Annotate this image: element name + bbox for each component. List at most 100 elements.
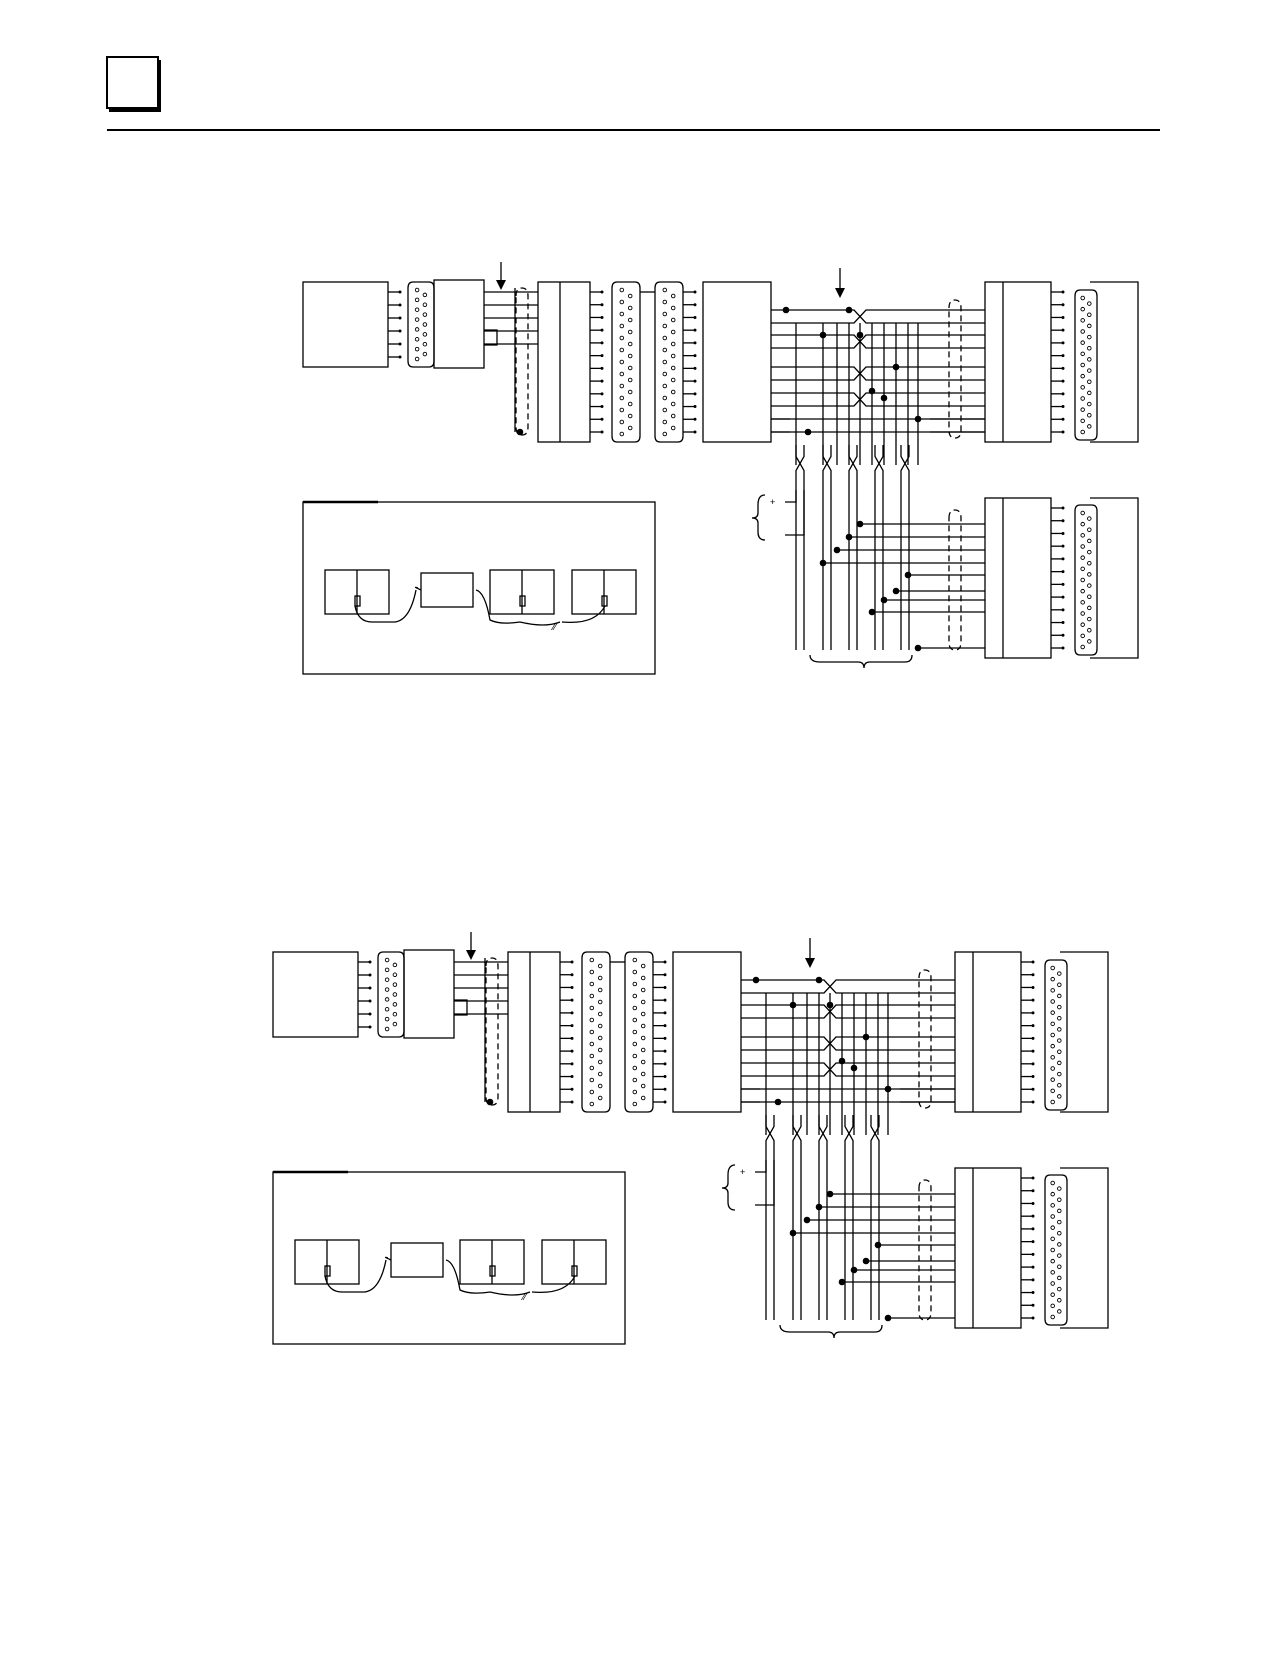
db25-connector <box>1074 504 1098 656</box>
dsub-pin-hole <box>1057 982 1062 988</box>
pin-tip <box>1031 1316 1035 1320</box>
pin-tip <box>600 290 604 294</box>
dsub-pin-hole <box>1057 1027 1062 1032</box>
pin-tip <box>570 1062 574 1066</box>
inset-converter <box>390 1242 444 1278</box>
dsub-pin-hole <box>1050 1021 1055 1027</box>
dsub-pin-hole <box>1050 1236 1055 1242</box>
dsub-pin-hole <box>627 401 633 407</box>
dsub-pin-hole <box>1050 1055 1055 1060</box>
pin-tip <box>600 328 604 332</box>
remote-station-1 <box>984 281 1052 443</box>
dsub-pin-hole <box>1050 1247 1055 1253</box>
dsub-pin-hole <box>414 346 420 352</box>
twisted-pair-wire <box>792 1115 802 1152</box>
pin-tip <box>1031 1075 1035 1079</box>
pin-tip <box>1061 405 1065 409</box>
pin-tip <box>600 303 604 307</box>
dsub-pin-hole <box>1057 1004 1062 1010</box>
dsub-pin-hole <box>1087 583 1092 588</box>
dsub-shell <box>624 951 654 1113</box>
network-overview-inset: ⁄⁄ <box>272 1170 626 1345</box>
db25-connector-male <box>581 951 611 1113</box>
pin-tip <box>398 303 402 307</box>
dsub-pin-hole <box>589 1005 595 1011</box>
dsub-shell <box>1074 289 1098 441</box>
twisted-pair-wire <box>848 445 858 482</box>
inset-cable <box>384 1256 392 1261</box>
dsub-pin-hole <box>662 311 668 317</box>
dsub-pin-hole <box>619 311 625 317</box>
dsub-pin-hole <box>632 1053 638 1059</box>
junction-dot <box>752 976 760 984</box>
dsub-pin-hole <box>589 1029 595 1035</box>
pin-tip <box>663 998 667 1002</box>
dsub-pin-hole <box>414 327 420 332</box>
dsub-pin-hole <box>1080 521 1085 527</box>
dsub-pin-hole <box>1050 1258 1055 1264</box>
pin-tip <box>398 342 402 346</box>
pin-tip <box>1031 1201 1035 1205</box>
dsub-pin-hole <box>1080 566 1085 572</box>
db15-connector <box>407 281 435 368</box>
dsub-pin-hole <box>670 389 676 395</box>
db25-connector-female <box>654 281 684 443</box>
dsub-shell <box>581 951 611 1113</box>
dsub-pin-hole <box>589 957 595 963</box>
junction-dot <box>845 306 853 314</box>
dsub-pin-hole <box>1087 605 1092 611</box>
dsub-pin-hole <box>1057 1286 1062 1292</box>
pin-tip <box>1031 1265 1035 1269</box>
dsub-pin-hole <box>392 982 398 987</box>
dsub-pin-hole <box>1057 1038 1062 1043</box>
pin-tip <box>1061 392 1065 396</box>
dsub-pin-hole <box>1080 396 1085 401</box>
dsub-pin-hole <box>414 297 420 303</box>
junction-dot <box>486 1098 494 1106</box>
pin-tip <box>1061 595 1065 599</box>
twisted-pair-wire <box>844 1115 854 1152</box>
inset-cable <box>489 1291 531 1296</box>
pin-tip <box>663 1062 667 1066</box>
dsub-pin-hole <box>1087 390 1092 396</box>
dsub-pin-hole <box>384 1026 390 1032</box>
dsub-pin-hole <box>1080 644 1085 650</box>
dsub-pin-hole <box>640 975 646 981</box>
dsub-pin-hole <box>589 1089 595 1095</box>
dsub-pin-hole <box>627 413 633 419</box>
pin-tip <box>1031 1240 1035 1244</box>
dsub-pin-hole <box>640 987 646 993</box>
pin-tip <box>1061 544 1065 548</box>
figure-1-wiring-diagram: +⁄⁄ <box>302 262 1139 675</box>
pin-tip <box>1061 430 1065 434</box>
pin-tip <box>1031 1189 1035 1193</box>
pin-tip <box>663 973 667 977</box>
pin-tip <box>1061 417 1065 421</box>
dsub-pin-hole <box>662 431 668 437</box>
dsub-pin-hole <box>1080 329 1085 334</box>
twisted-pair-wire <box>870 1115 880 1152</box>
pin-tip <box>600 379 604 383</box>
pin-tip <box>1031 985 1035 989</box>
pin-tip <box>1061 531 1065 535</box>
cable-shield-1 <box>515 287 529 436</box>
dsub-shell <box>1074 504 1098 656</box>
pin-tip <box>1061 506 1065 510</box>
dsub-pin-hole <box>1080 362 1085 368</box>
programmer-device <box>272 951 359 1038</box>
pin-tip <box>570 1036 574 1040</box>
pin-tip <box>1031 998 1035 1002</box>
dsub-pin-hole <box>632 1017 638 1023</box>
dsub-pin-hole <box>1057 1016 1062 1021</box>
dsub-pin-hole <box>640 1071 646 1077</box>
pin-tip <box>693 405 697 409</box>
cable-shield-3 <box>918 1179 932 1321</box>
io-module-a <box>537 281 591 443</box>
dsub-pin-hole <box>1080 611 1085 616</box>
dsub-pin-hole <box>662 323 668 329</box>
dsub-pin-hole <box>597 1059 603 1065</box>
dsub-pin-hole <box>632 957 638 963</box>
pin-tip <box>600 417 604 421</box>
dsub-pin-hole <box>422 312 428 317</box>
dsub-pin-hole <box>619 395 625 401</box>
